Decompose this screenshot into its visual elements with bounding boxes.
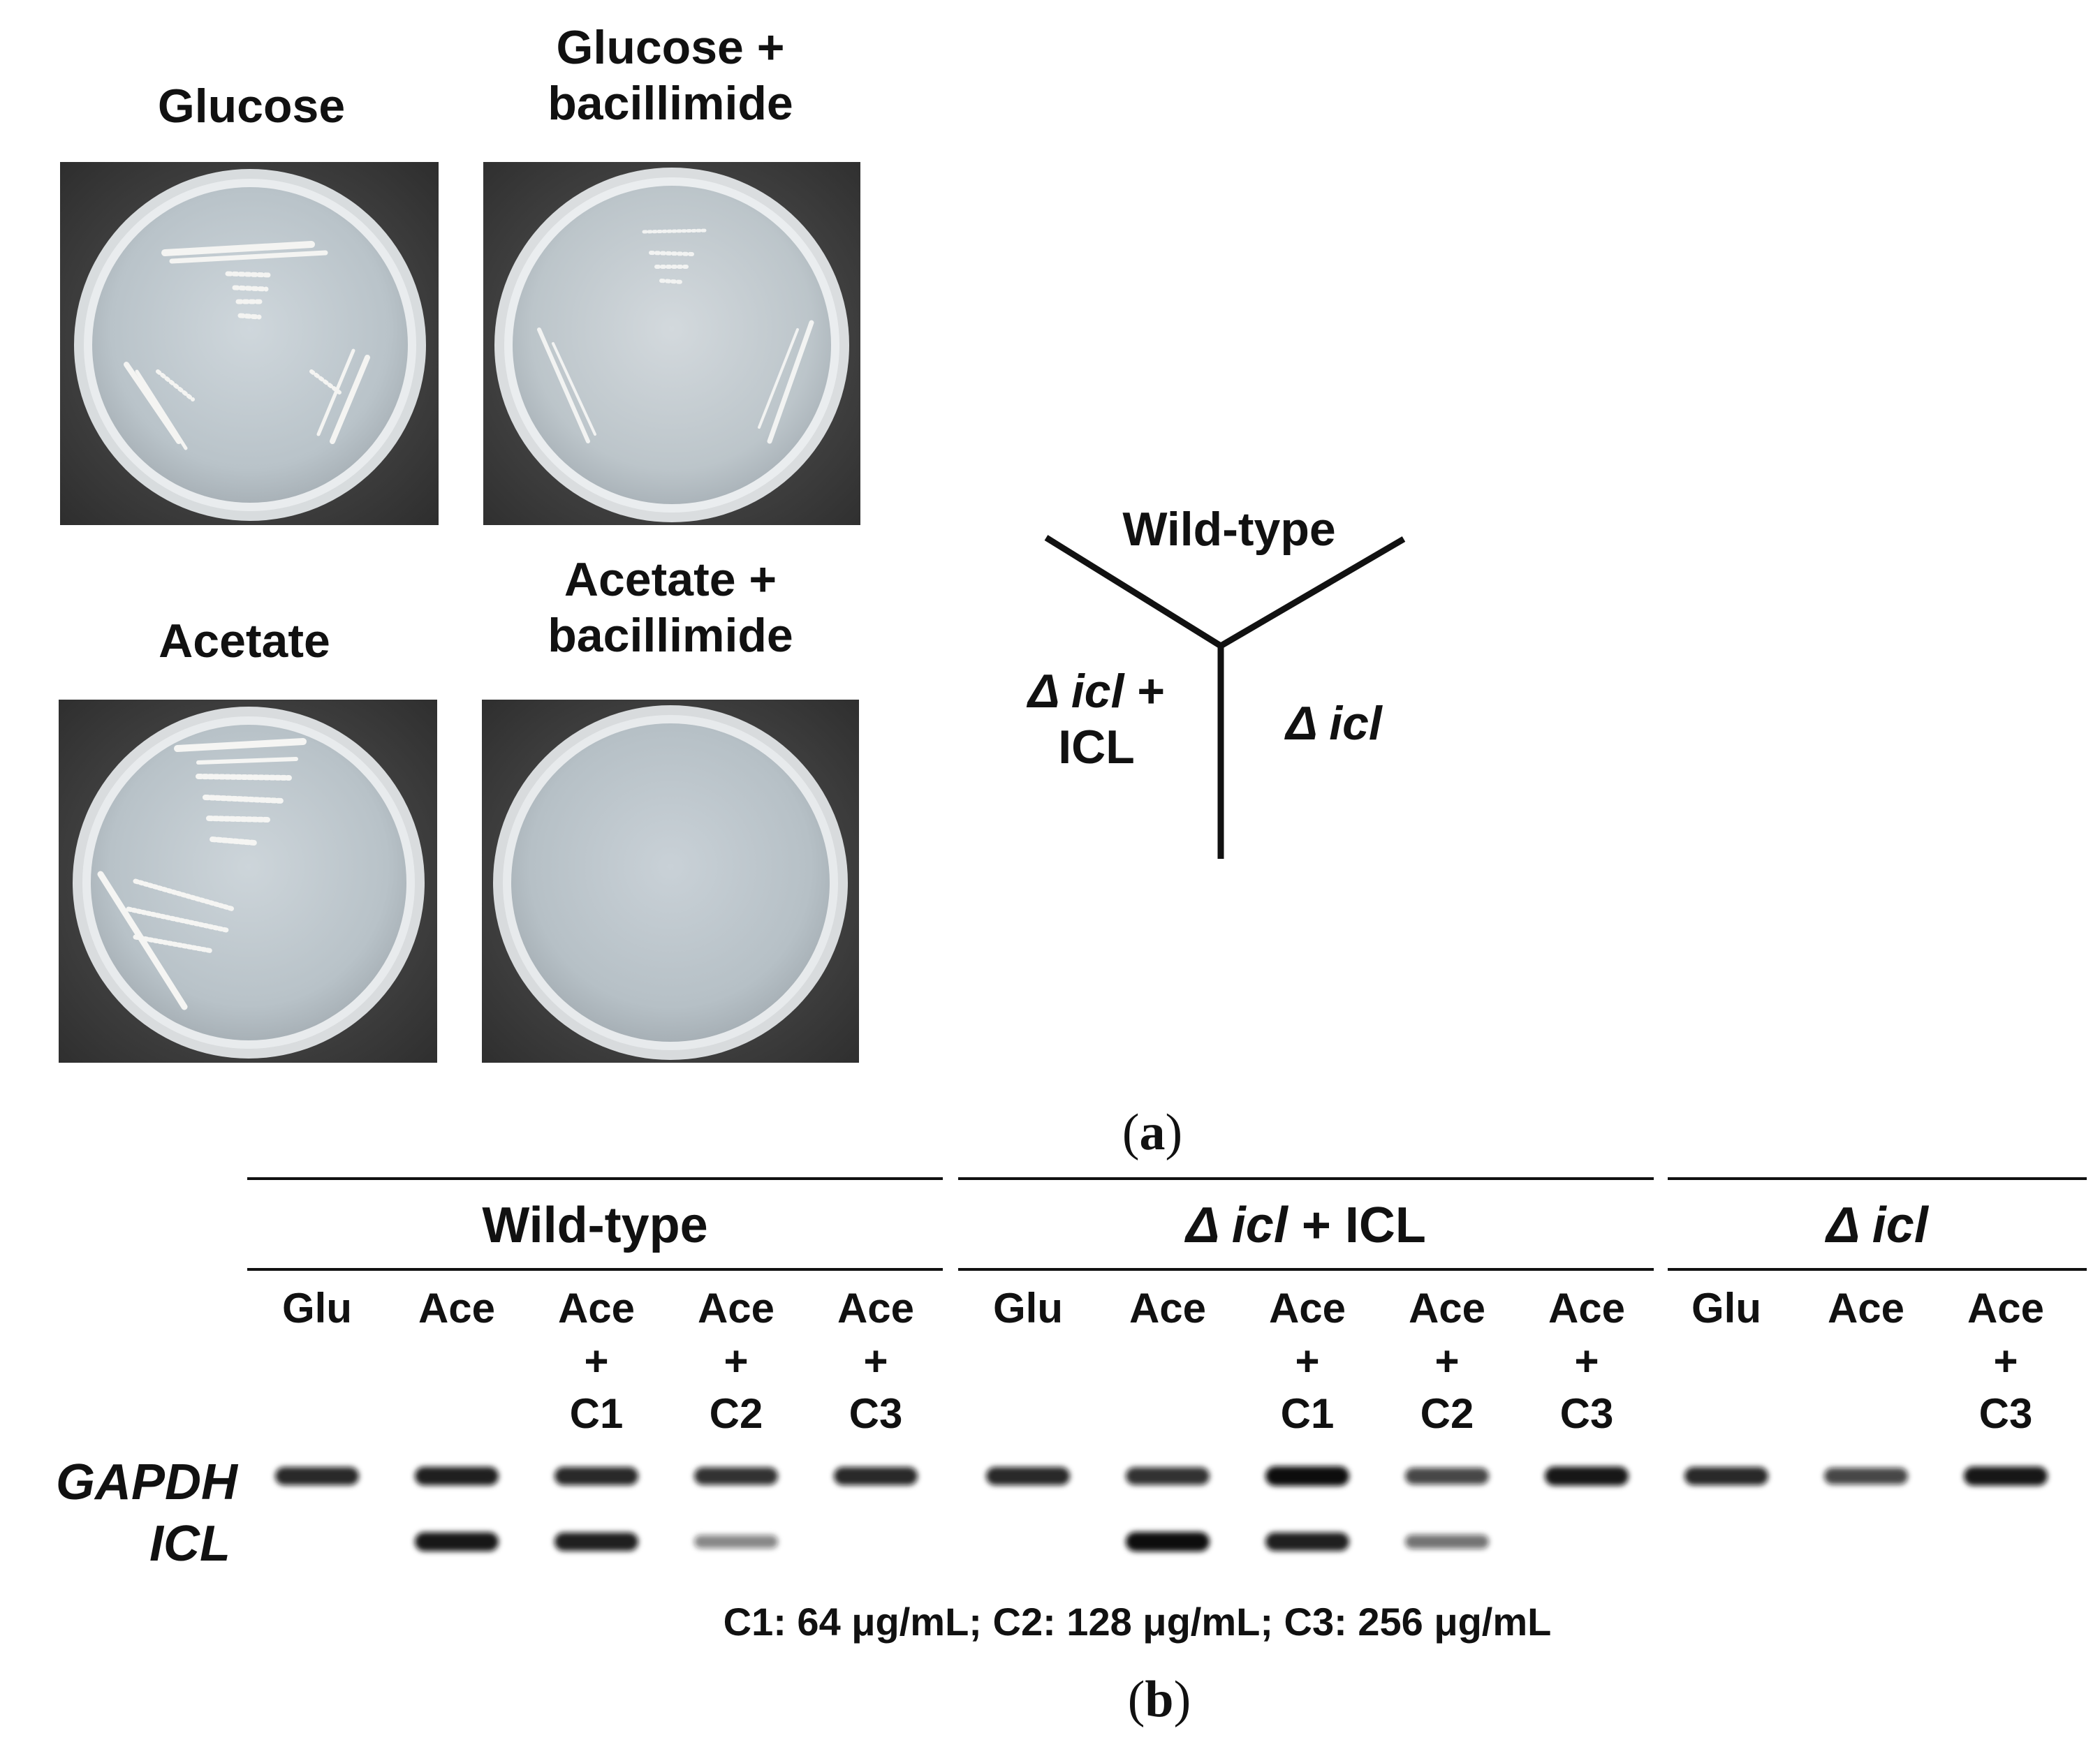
gel-band-gapdh — [694, 1467, 778, 1485]
gel-band-icl — [1126, 1532, 1210, 1551]
diagram-label-delta-icl: Δ icl — [1286, 697, 1382, 750]
plate-label-glucose-bacillimide: Glucose + bacillimide — [548, 21, 793, 131]
gel-band-gapdh — [986, 1467, 1070, 1485]
gel-band-gapdh — [1964, 1466, 2048, 1486]
group-rule-bottom-delta-icl — [1668, 1268, 2087, 1271]
group-title-delta-icl-icl: Δ icl + ICL — [1186, 1197, 1426, 1253]
gel-band-gapdh — [1265, 1466, 1349, 1486]
gel-band-icl — [1265, 1532, 1349, 1551]
gel-band-icl — [415, 1532, 499, 1551]
bacterial-streaks — [537, 228, 814, 444]
plate-photo-glucose — [60, 162, 439, 525]
diagram-line-right — [1219, 536, 1406, 649]
lane-label: Ace+C2 — [697, 1285, 775, 1438]
concentration-legend: C1: 64 μg/mL; C2: 128 μg/mL; C3: 256 μg/… — [723, 1600, 1552, 1644]
lane-label: Ace+C3 — [837, 1285, 915, 1438]
gel-band-icl — [555, 1532, 638, 1551]
gene-label-icl: ICL — [149, 1516, 230, 1572]
lane-label: Glu — [282, 1285, 352, 1332]
group-rule-top-delta-icl-icl — [958, 1177, 1654, 1180]
lane-label: Ace — [1129, 1285, 1207, 1332]
gel-band-gapdh — [1545, 1466, 1629, 1486]
plate-label-glucose: Glucose — [157, 80, 346, 133]
diagram-line-left — [1044, 535, 1223, 649]
gel-band-gapdh — [415, 1466, 499, 1486]
gel-band-icl — [1405, 1534, 1489, 1549]
lane-label: Glu — [993, 1285, 1063, 1332]
lane-label: Ace+C3 — [1967, 1285, 2045, 1438]
gel-band-gapdh — [834, 1467, 918, 1485]
gel-band-gapdh — [555, 1467, 638, 1485]
gel-band-gapdh — [1126, 1467, 1210, 1485]
gene-label-gapdh: GAPDH — [55, 1454, 237, 1510]
gel-band-gapdh — [275, 1467, 359, 1485]
group-rule-top-wild-type — [247, 1177, 943, 1180]
lane-label: Ace+C1 — [1268, 1285, 1346, 1438]
gel-band-gapdh — [1824, 1468, 1908, 1484]
caption-b: (b) — [1127, 1671, 1191, 1728]
lane-label: Ace — [418, 1285, 496, 1332]
lane-label: Ace+C3 — [1548, 1285, 1626, 1438]
lane-label: Glu — [1691, 1285, 1761, 1332]
plate-label-acetate: Acetate — [159, 614, 330, 668]
group-rule-bottom-delta-icl-icl — [958, 1268, 1654, 1271]
gel-band-icl — [694, 1535, 778, 1549]
group-title-wild-type: Wild-type — [482, 1197, 708, 1253]
plate-photo-glucose-bacillimide — [483, 162, 860, 525]
gel-band-gapdh — [1684, 1467, 1768, 1485]
group-rule-top-delta-icl — [1668, 1177, 2087, 1180]
caption-a: (a) — [1122, 1104, 1183, 1161]
plate-label-acetate-bacillimide: Acetate + bacillimide — [548, 553, 793, 663]
plate-photo-acetate-bacillimide — [482, 700, 859, 1063]
lane-label: Ace+C2 — [1408, 1285, 1486, 1438]
gel-band-gapdh — [1405, 1468, 1489, 1484]
inoculation-diagram — [1044, 535, 1406, 859]
bacterial-streaks — [124, 241, 370, 450]
lane-label: Ace — [1827, 1285, 1905, 1332]
diagram-label-delta-icl-icl: Δ icl + ICL — [1027, 665, 1166, 774]
bacterial-streaks — [97, 738, 307, 1010]
diagram-label-wild-type: Wild-type — [1122, 503, 1336, 556]
gel-bands — [275, 1466, 2048, 1551]
lane-label: Ace+C1 — [557, 1285, 636, 1438]
plate-photo-acetate — [59, 700, 437, 1063]
group-title-delta-icl: Δ icl — [1826, 1197, 1928, 1253]
group-rule-bottom-wild-type — [247, 1268, 943, 1271]
